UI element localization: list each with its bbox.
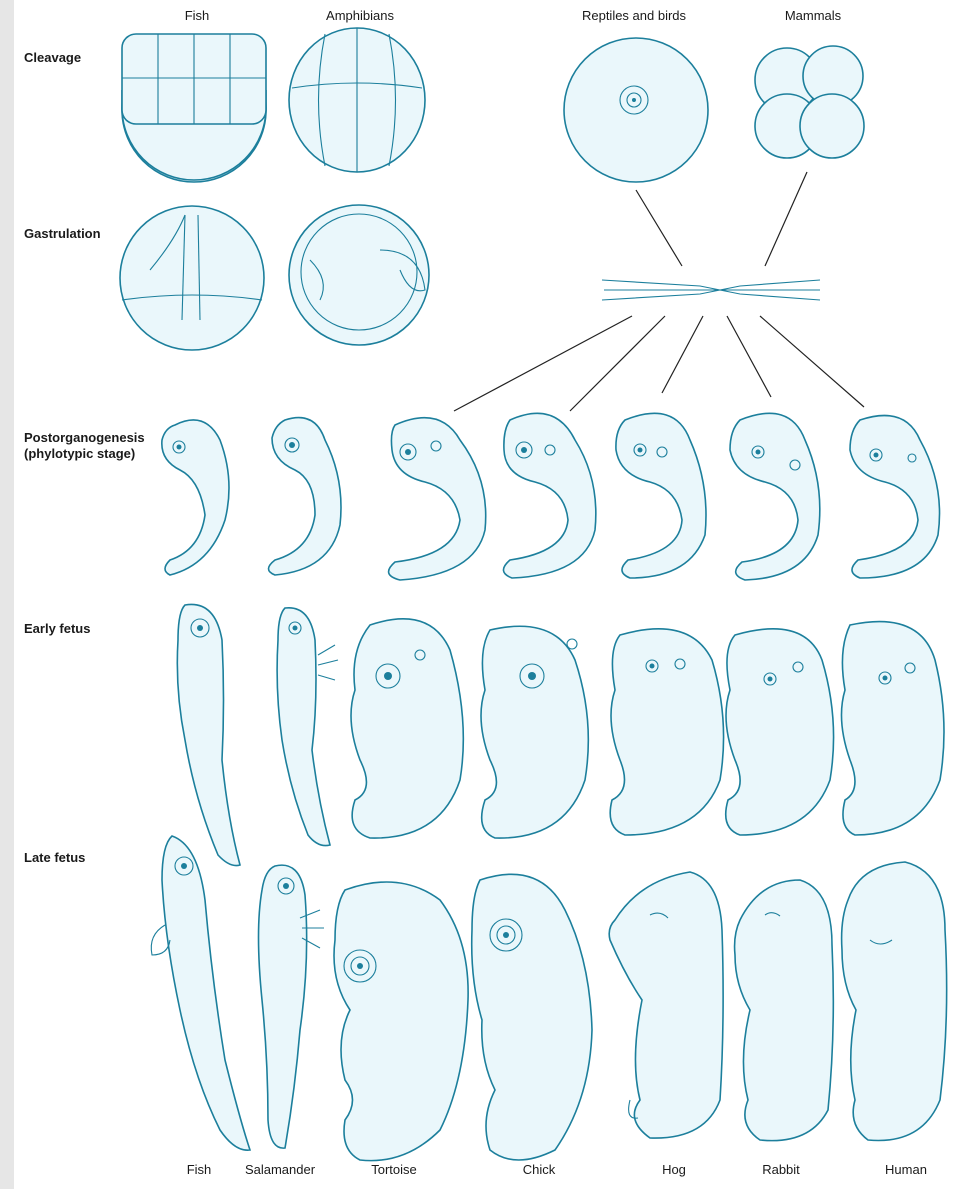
amniote-connector xyxy=(454,172,864,411)
row-label-postorganogenesis: Postorganogenesis xyxy=(24,430,145,445)
column-header-reptiles-birds: Reptiles and birds xyxy=(582,8,687,23)
species-label-fish: Fish xyxy=(187,1162,212,1177)
species-label-chick: Chick xyxy=(523,1162,556,1177)
cleavage-amphibian-embryo xyxy=(289,28,425,172)
postorganogenesis-chick xyxy=(503,413,595,578)
early-fetus-rabbit xyxy=(726,629,834,835)
postorganogenesis-hog xyxy=(616,413,706,578)
species-label-hog: Hog xyxy=(662,1162,686,1177)
gastrulation-amphibian-embryo xyxy=(289,205,429,345)
postorganogenesis-fish xyxy=(162,420,229,575)
late-fetus-chick xyxy=(472,874,592,1160)
late-fetus-fish xyxy=(151,836,250,1150)
cleavage-fish-embryo xyxy=(122,34,266,182)
early-fetus-fish xyxy=(177,604,240,865)
species-label-rabbit: Rabbit xyxy=(762,1162,800,1177)
postorganogenesis-human xyxy=(850,416,940,579)
row-label-phylotypic-stage: (phylotypic stage) xyxy=(24,446,135,461)
cleavage-mammal-embryo xyxy=(755,46,864,158)
row-label-cleavage: Cleavage xyxy=(24,50,81,65)
late-fetus-human xyxy=(842,862,947,1141)
late-fetus-salamander xyxy=(259,865,325,1148)
early-fetus-tortoise xyxy=(351,619,463,838)
postorganogenesis-rabbit xyxy=(730,413,820,580)
late-fetus-tortoise xyxy=(334,882,468,1161)
cleavage-reptile-bird-embryo xyxy=(564,38,708,182)
late-fetus-rabbit xyxy=(735,880,834,1141)
early-fetus-salamander xyxy=(277,608,338,846)
gastrulation-fish-embryo xyxy=(120,206,264,350)
row-label-late-fetus: Late fetus xyxy=(24,850,85,865)
early-fetus-hog xyxy=(610,629,723,835)
column-header-mammals: Mammals xyxy=(785,8,842,23)
row-label-gastrulation: Gastrulation xyxy=(24,226,101,241)
column-header-fish: Fish xyxy=(185,8,210,23)
early-fetus-human xyxy=(841,622,944,835)
row-label-early-fetus: Early fetus xyxy=(24,621,90,636)
late-fetus-hog xyxy=(609,872,723,1138)
column-header-amphibians: Amphibians xyxy=(326,8,394,23)
species-label-salamander: Salamander xyxy=(245,1162,316,1177)
postorganogenesis-tortoise xyxy=(389,418,486,580)
postorganogenesis-salamander xyxy=(269,418,342,576)
species-label-tortoise: Tortoise xyxy=(371,1162,417,1177)
species-label-human: Human xyxy=(885,1162,927,1177)
early-fetus-chick xyxy=(481,626,588,838)
